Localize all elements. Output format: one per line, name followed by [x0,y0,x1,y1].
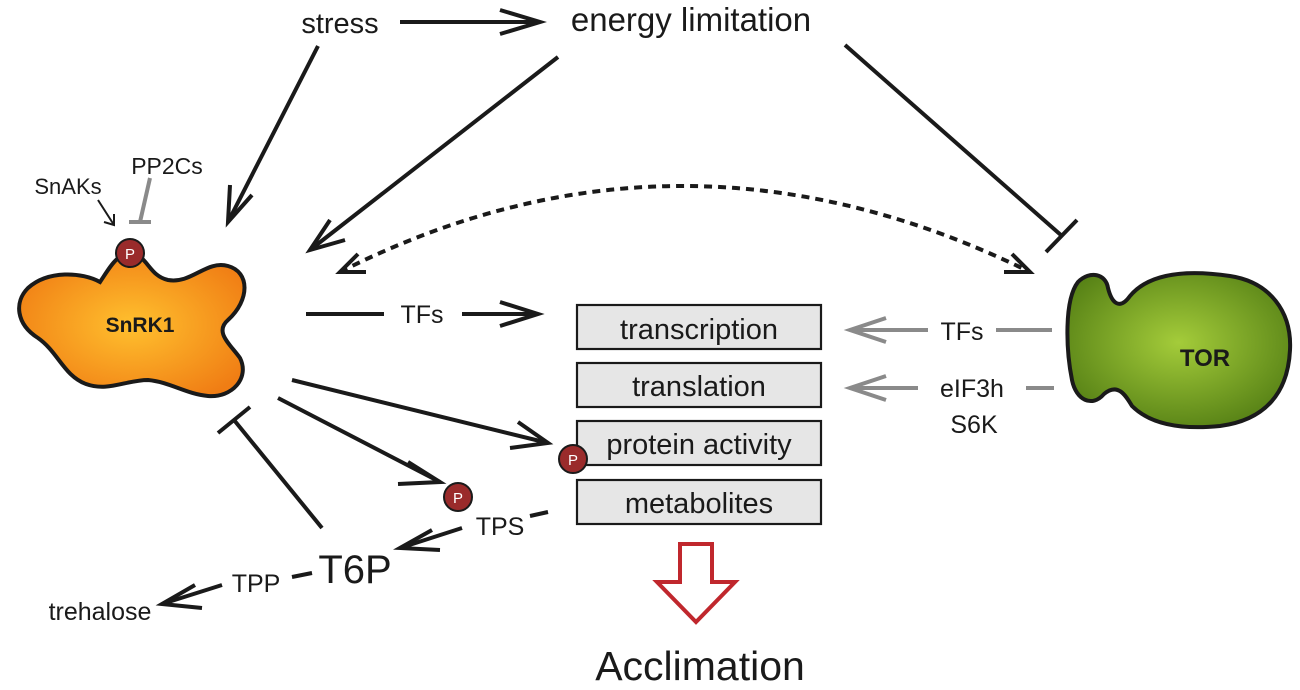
phospho-marker-protein-activity: P [558,444,588,474]
tor-protein-shape [1065,271,1293,430]
arrow-snaks-to-phospho [97,199,115,227]
arrow-tps-to-t6p [392,510,549,552]
arrow-snrk1-to-tps [277,396,447,486]
phospho-label: P [568,452,578,469]
arrow-tor-eif3h-translation [843,374,1054,402]
arrow-snrk1-tfs-transcription [306,300,545,328]
acclimation-label: Acclimation [595,643,805,689]
arrow-snrk1-tor-mutual [335,184,1035,274]
process-label-metabolites: metabolites [625,488,773,520]
process-box-transcription [575,303,823,351]
eif3h-label: eIF3h [940,375,1004,403]
tor-label: TOR [1180,345,1230,372]
inhibition-t6p-to-snrk1 [216,405,324,530]
phospho-label: P [453,490,463,507]
energy-limitation-label: energy limitation [571,1,811,38]
phospho-label: P [125,246,135,263]
arrow-stress-to-snrk1 [225,45,320,228]
process-box-protein-activity [575,419,823,467]
inhibition-energy-to-tor [843,43,1079,254]
phospho-marker-snrk1: P [115,238,145,268]
process-label-translation: translation [632,371,766,403]
pp2cs-label: PP2Cs [131,153,203,179]
snrk1-label: SnRK1 [106,314,175,337]
tfs-label-snrk1: TFs [400,301,443,329]
tpp-label: TPP [232,570,281,598]
trehalose-label: trehalose [49,598,152,626]
t6p-label: T6P [318,548,391,592]
acclimation-arrow-icon [652,542,740,625]
process-box-metabolites [575,478,823,526]
process-label-transcription: transcription [620,314,778,346]
s6k-label: S6K [950,411,998,439]
tps-label: TPS [476,513,525,541]
arrow-energy-to-snrk1 [305,55,560,254]
arrow-stress-to-energy [400,8,547,36]
arrow-snrk1-to-protein-activity [291,378,554,450]
phospho-marker-tps: P [443,482,473,512]
process-box-translation [575,361,823,409]
stress-label: stress [301,8,378,40]
tfs-label-tor: TFs [940,318,983,346]
arrow-t6p-to-trehalose [155,571,313,610]
process-label-protein-activity: protein activity [606,429,792,461]
arrow-tor-tfs-transcription [843,316,1052,344]
inhibition-pp2cs-to-phospho [129,177,152,224]
snaks-label: SnAKs [34,174,101,199]
